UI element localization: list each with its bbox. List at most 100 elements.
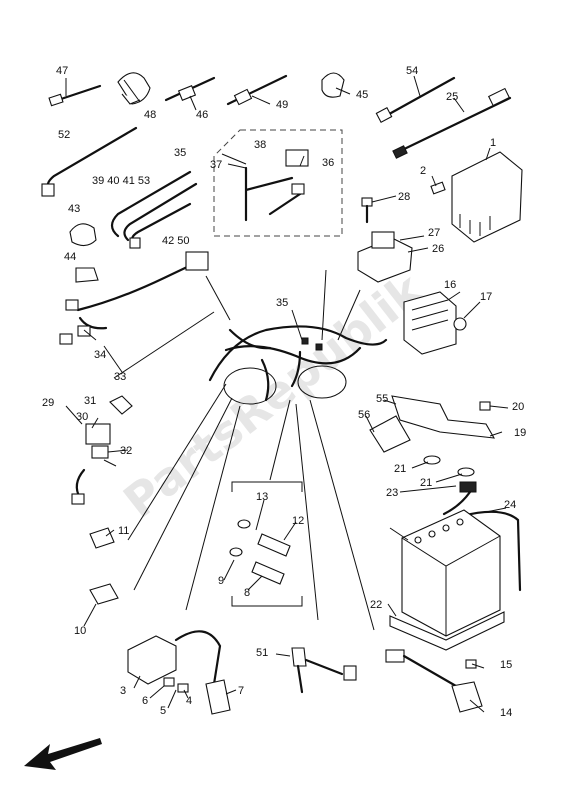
part-48-clamp [117, 72, 151, 105]
part-55-19-bracket [391, 395, 496, 439]
callout-45: 45 [356, 89, 368, 101]
part-52-lead [41, 126, 138, 197]
part-16-rectifier-regulator [403, 291, 457, 355]
callout-10: 10 [74, 625, 86, 637]
part-56-cover [369, 415, 411, 453]
part-29-32-main-switch [71, 395, 133, 505]
part-44-coupler [75, 267, 99, 283]
callout-22: 22 [370, 599, 382, 611]
callout-23: 23 [386, 487, 398, 499]
callout-49: 49 [276, 99, 288, 111]
callout-3: 3 [120, 685, 126, 697]
callout-9: 9 [218, 575, 224, 587]
part-33-34-harness-lead [59, 251, 209, 345]
part-7-plug-cap [205, 679, 231, 715]
part-49-tie [226, 74, 288, 106]
callout-16: 16 [444, 279, 456, 291]
part-23-battery-lead [442, 481, 477, 516]
callout-14: 14 [500, 707, 512, 719]
part-38-36-relay-harness [244, 149, 309, 222]
part-22-battery-pad [389, 611, 505, 651]
part-15-bolt [465, 659, 477, 669]
callout-33: 33 [114, 371, 126, 383]
part-17-nut [453, 317, 467, 331]
callout-43: 43 [68, 203, 80, 215]
part-45-clamp [321, 72, 345, 98]
part-2-bolt [430, 181, 446, 195]
callout-1: 1 [490, 137, 496, 149]
part-26-27-starter-relay [357, 231, 413, 283]
part-8-9-switch [229, 547, 285, 585]
callout-8: 8 [244, 587, 250, 599]
callout-2: 2 [420, 165, 426, 177]
part-3-ignition-coil [127, 630, 222, 686]
callout-6: 6 [142, 695, 148, 707]
part-43-coupler [69, 223, 97, 247]
part-18-battery [401, 509, 501, 637]
callout-12: 12 [292, 515, 304, 527]
callout-37: 37 [210, 159, 222, 171]
group-bracket-bottom [231, 596, 303, 607]
callout-15: 15 [500, 659, 512, 671]
part-14-switch [385, 649, 483, 713]
callout-19: 19 [514, 427, 526, 439]
callout-35a: 35 [174, 147, 186, 159]
part-28-bolt [361, 197, 373, 224]
callout-26: 26 [432, 243, 444, 255]
part-21-washers [423, 455, 475, 477]
callout-24: 24 [504, 499, 516, 511]
callout-56: 56 [358, 409, 370, 421]
part-42-50-lead [129, 202, 192, 249]
callout-31: 31 [84, 395, 96, 407]
subassembly-outline [213, 129, 343, 237]
callout-32: 32 [120, 445, 132, 457]
callout-21a: 21 [394, 463, 406, 475]
callout-46: 46 [196, 109, 208, 121]
callout-34: 34 [94, 349, 106, 361]
group-bracket-top [231, 481, 303, 492]
part-47-band [48, 84, 102, 107]
callout-29: 29 [42, 397, 54, 409]
callout-35b: 35 [276, 297, 288, 309]
callout-30: 30 [76, 411, 88, 423]
part-54-tie [375, 76, 456, 123]
callout-52: 52 [58, 129, 70, 141]
callout-13: 13 [256, 491, 268, 503]
callout-5: 5 [160, 705, 166, 717]
callout-42-50: 42 50 [162, 235, 190, 247]
callout-51: 51 [256, 647, 268, 659]
callout-39-40-41-53: 39 40 41 53 [92, 175, 150, 187]
callout-4: 4 [186, 695, 192, 707]
part-10-sensor [89, 583, 119, 605]
harness-branch-lines [113, 269, 375, 631]
part-12-13-switch [237, 519, 291, 557]
front-direction-arrow-icon [24, 738, 102, 770]
part-25-lead [392, 87, 512, 159]
callout-38: 38 [254, 139, 266, 151]
callout-47: 47 [56, 65, 68, 77]
part-39-53-lead [110, 170, 198, 242]
callout-17: 17 [480, 291, 492, 303]
leader-lines [65, 75, 509, 713]
callout-27: 27 [428, 227, 440, 239]
callout-20: 20 [512, 401, 524, 413]
callout-44: 44 [64, 251, 76, 263]
callout-54: 54 [406, 65, 418, 77]
callout-21b: 21 [420, 477, 432, 489]
callout-55: 55 [376, 393, 388, 405]
callout-labels: 1 2 3 4 5 6 7 8 9 10 11 12 13 14 15 16 1… [42, 65, 526, 719]
part-4-6-bolts [163, 677, 189, 693]
part-51-sensor-lead [291, 647, 357, 694]
callout-11: 11 [118, 525, 129, 537]
callout-48: 48 [144, 109, 156, 121]
part-20-bolt [479, 401, 491, 411]
callout-28: 28 [398, 191, 410, 203]
part-1-cdi-unit [451, 151, 523, 243]
callout-36: 36 [322, 157, 334, 169]
part-46-tie [164, 76, 216, 102]
callout-25: 25 [446, 91, 458, 103]
main-wire-harness [208, 325, 388, 405]
callout-7: 7 [238, 685, 244, 697]
